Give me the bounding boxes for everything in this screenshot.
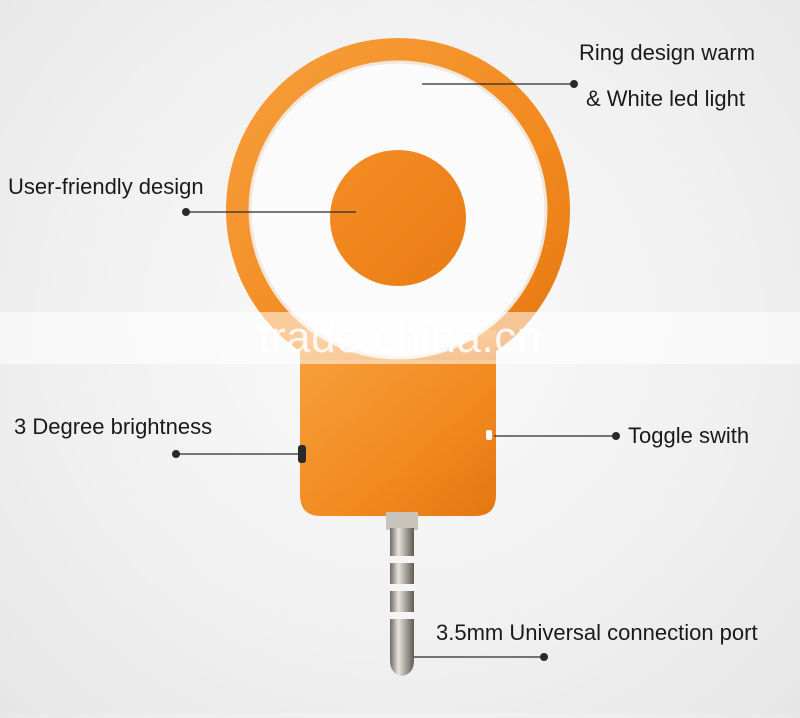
callout-ring-design-line2: & White led light (586, 86, 745, 111)
callout-ring-design-line1: Ring design warm (579, 40, 756, 65)
callout-user-friendly: User-friendly design (8, 174, 204, 199)
center-button (330, 150, 466, 286)
brightness-button (298, 445, 306, 463)
callout-brightness: 3 Degree brightness (14, 414, 213, 439)
audio-jack-connector (386, 512, 418, 676)
callout-lines (172, 80, 620, 661)
toggle-switch (486, 430, 492, 440)
watermark-band (0, 312, 800, 364)
callout-toggle: Toggle swith (628, 423, 750, 448)
watermark-text: trade.china.cn (258, 313, 542, 362)
callout-port: 3.5mm Universal connection port (436, 620, 758, 645)
